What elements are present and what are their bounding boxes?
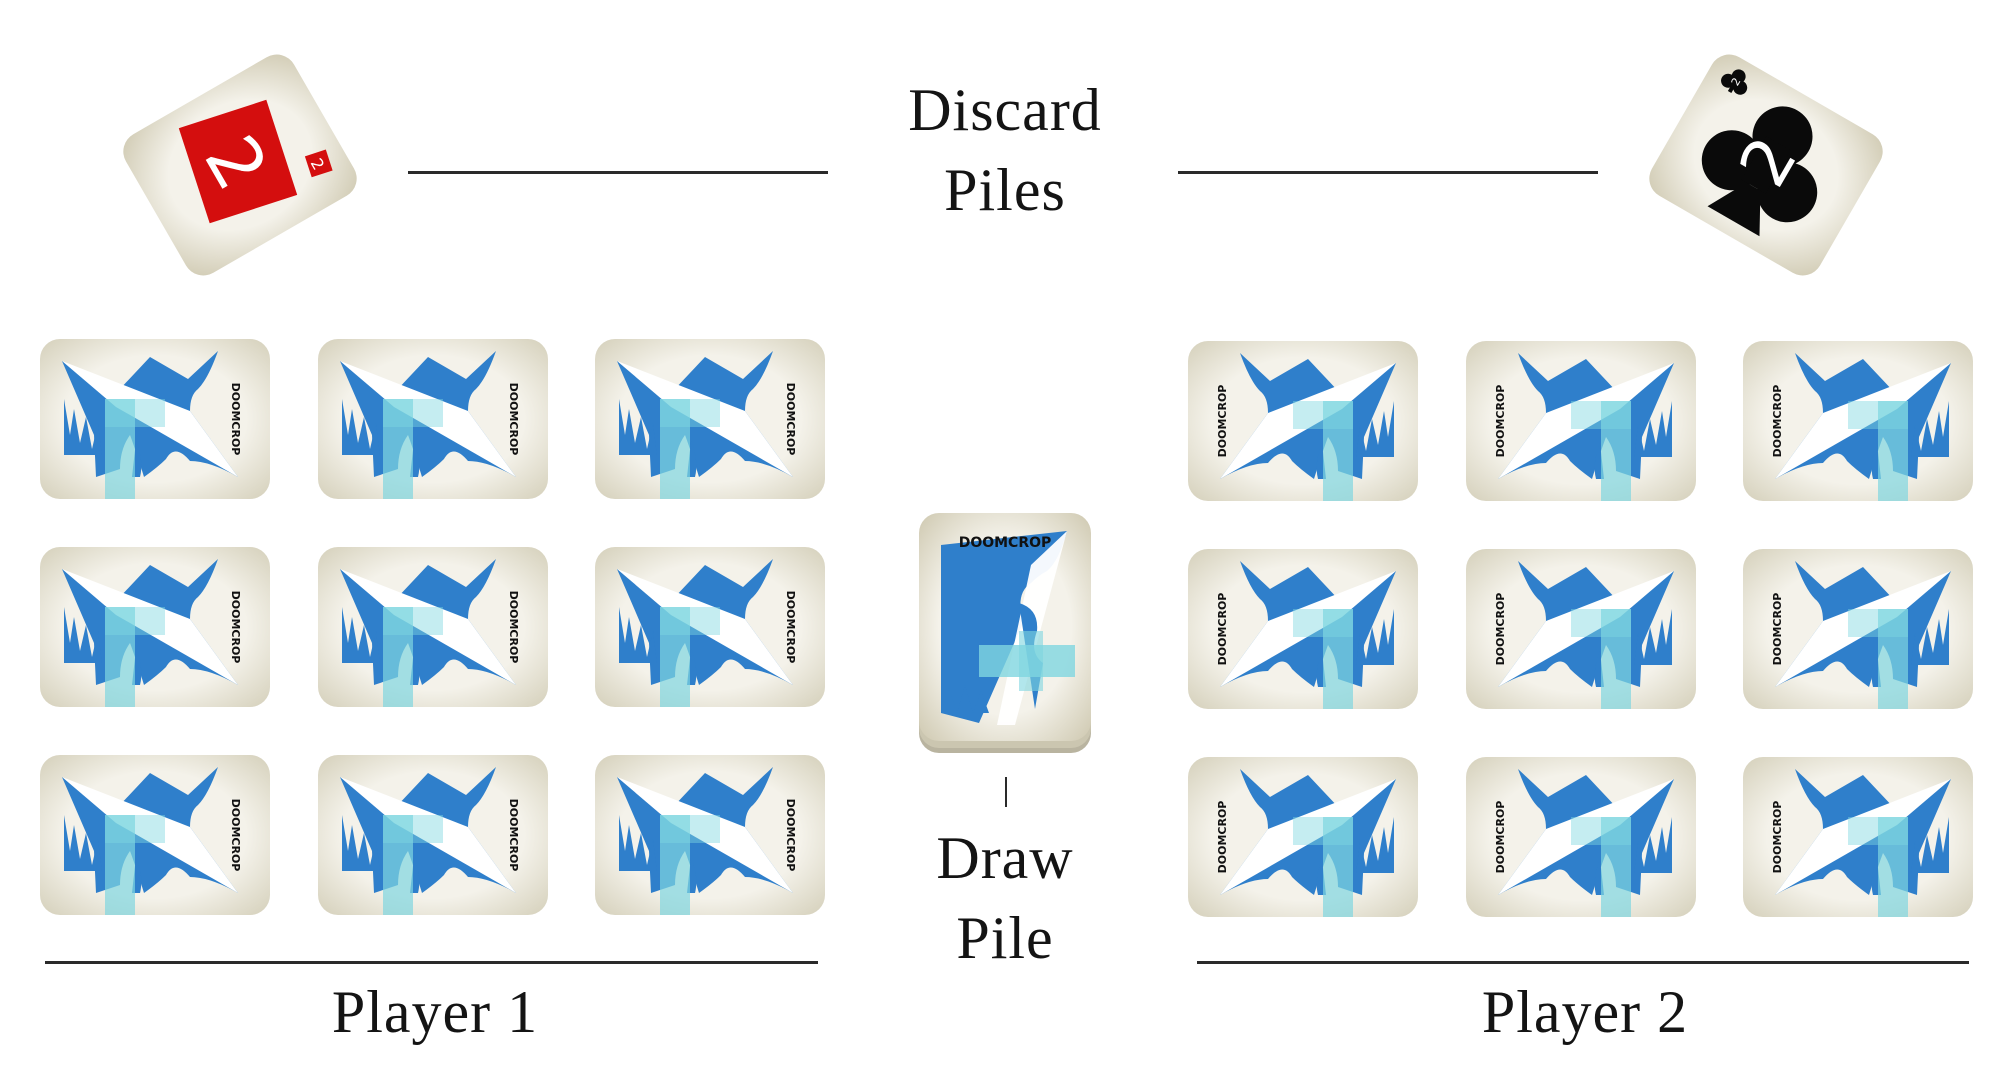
player1-card[interactable]: DOOMCROP xyxy=(40,339,270,499)
card-brand: DOOMCROP xyxy=(1216,385,1229,458)
player2-card[interactable]: DOOMCROP xyxy=(1466,341,1696,501)
card-brand: DOOMCROP xyxy=(229,799,242,872)
player1-card[interactable]: DOOMCROP xyxy=(595,755,825,915)
draw-label-line2: Pile xyxy=(956,905,1054,971)
small-diamond-icon: 2 xyxy=(304,149,333,178)
player1-card[interactable]: DOOMCROP xyxy=(595,547,825,707)
card-back-art xyxy=(617,767,793,915)
small-club-icon: 2 xyxy=(1721,69,1748,95)
discard-left-rule xyxy=(408,171,828,174)
draw-card-back-art xyxy=(941,531,1075,725)
player2-discard-pile[interactable]: 2 2 xyxy=(1636,40,1896,290)
card-back-art xyxy=(1498,353,1674,501)
player2-rule xyxy=(1197,961,1969,964)
player1-card[interactable]: DOOMCROP xyxy=(40,755,270,915)
discard-heading-line2: Piles xyxy=(944,157,1066,223)
player1-label: Player 1 xyxy=(331,979,539,1045)
card-back-art xyxy=(1220,769,1396,917)
draw-pile-label: Draw Pile xyxy=(880,818,1130,978)
player2-label: Player 2 xyxy=(1481,979,1689,1045)
card-brand: DOOMCROP xyxy=(507,799,520,872)
card-brand: DOOMCROP xyxy=(784,383,797,456)
card-back-art xyxy=(617,559,793,707)
card-brand: DOOMCROP xyxy=(1494,385,1507,458)
draw-pile-brand: DOOMCROP xyxy=(959,535,1052,551)
diamond-icon: 2 xyxy=(178,99,298,224)
player2-card[interactable]: DOOMCROP xyxy=(1743,549,1973,709)
card-back-art xyxy=(1498,561,1674,709)
player1-rule xyxy=(45,961,818,964)
player2-card[interactable]: DOOMCROP xyxy=(1743,757,1973,917)
card-back-art xyxy=(340,767,516,915)
player1-card[interactable]: DOOMCROP xyxy=(40,547,270,707)
player2-card[interactable]: DOOMCROP xyxy=(1466,757,1696,917)
card-brand: DOOMCROP xyxy=(784,799,797,872)
player2-card[interactable]: DOOMCROP xyxy=(1743,341,1973,501)
player1-card[interactable]: DOOMCROP xyxy=(318,547,548,707)
player2-card[interactable]: DOOMCROP xyxy=(1188,549,1418,709)
card-brand: DOOMCROP xyxy=(1494,593,1507,666)
player2-card[interactable]: DOOMCROP xyxy=(1466,549,1696,709)
card-back-art xyxy=(62,559,238,707)
card-back-art xyxy=(1220,561,1396,709)
card-back-art xyxy=(340,351,516,499)
discard-right-rule xyxy=(1178,171,1598,174)
card-back-art xyxy=(62,351,238,499)
card-brand: DOOMCROP xyxy=(1771,801,1784,874)
card-brand: DOOMCROP xyxy=(507,591,520,664)
draw-pile-connector xyxy=(1005,777,1007,807)
club-icon: 2 xyxy=(1701,106,1818,237)
card-brand: DOOMCROP xyxy=(1494,801,1507,874)
card-brand: DOOMCROP xyxy=(507,383,520,456)
card-back-art xyxy=(340,559,516,707)
card-back-art xyxy=(1775,353,1951,501)
player2-card[interactable]: DOOMCROP xyxy=(1188,757,1418,917)
card-brand: DOOMCROP xyxy=(1216,801,1229,874)
draw-pile[interactable]: DOOMCROP xyxy=(919,513,1091,753)
card-back-art xyxy=(617,351,793,499)
player2-card[interactable]: DOOMCROP xyxy=(1188,341,1418,501)
card-brand: DOOMCROP xyxy=(1771,385,1784,458)
card-brand: DOOMCROP xyxy=(1216,593,1229,666)
draw-label-line1: Draw xyxy=(936,825,1074,891)
card-back-art xyxy=(1775,561,1951,709)
card-back-art xyxy=(1775,769,1951,917)
card-back-art xyxy=(1498,769,1674,917)
player1-card[interactable]: DOOMCROP xyxy=(318,339,548,499)
card-brand: DOOMCROP xyxy=(784,591,797,664)
discard-piles-heading: Discard Piles xyxy=(840,70,1170,230)
player1-card[interactable]: DOOMCROP xyxy=(595,339,825,499)
card-brand: DOOMCROP xyxy=(229,383,242,456)
card-brand: DOOMCROP xyxy=(1771,593,1784,666)
card-brand: DOOMCROP xyxy=(229,591,242,664)
discard-heading-line1: Discard xyxy=(908,77,1102,143)
player1-card[interactable]: DOOMCROP xyxy=(318,755,548,915)
player1-discard-pile[interactable]: 2 2 xyxy=(110,40,370,290)
card-back-art xyxy=(1220,353,1396,501)
card-back-art xyxy=(62,767,238,915)
